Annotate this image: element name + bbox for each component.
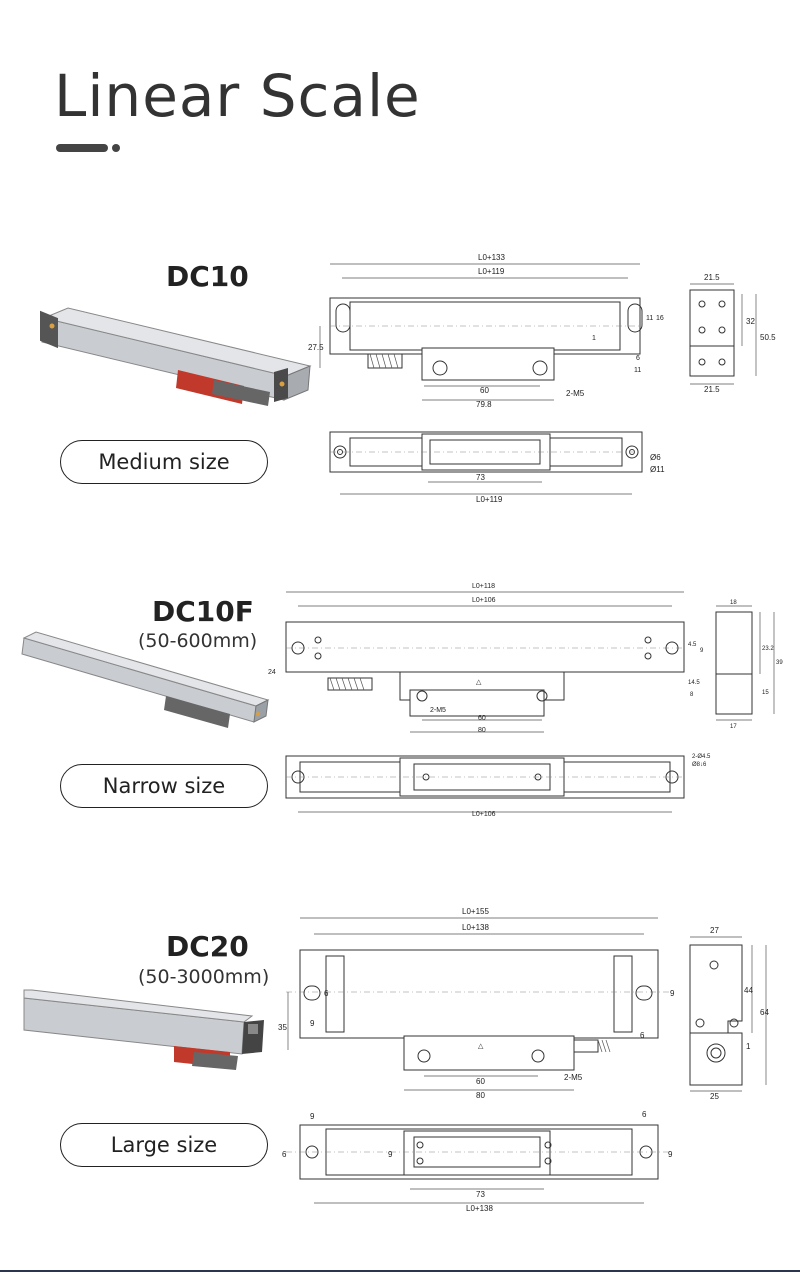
dim-2-d4-5: 2-Ø4.5: [692, 754, 711, 760]
model-name-dc10f: DC10F: [152, 595, 254, 628]
dim-17: 17: [730, 724, 737, 730]
dim-11-b: 11: [634, 367, 641, 374]
dim-27-5: 27.5: [308, 343, 324, 352]
dim-l0-155: L0+155: [462, 907, 489, 916]
dim-d11: Ø11: [650, 465, 665, 474]
dim-23-2: 23.2: [762, 646, 774, 652]
dim-9: 9: [700, 648, 704, 654]
dim-21-5-b: 21.5: [704, 385, 720, 394]
dim-l0-119: L0+119: [478, 267, 505, 276]
title-underline-dot: [112, 144, 120, 152]
size-label-dc20: Large size: [60, 1123, 268, 1167]
dim-73: 73: [476, 473, 485, 482]
dim-21-5: 21.5: [704, 273, 720, 282]
dim-6-top-right: 6: [642, 1110, 647, 1119]
drawing-front-dc20: L0+155 L0+138 △ 6 9 35 9 6 60 80 2-M5: [278, 907, 675, 1100]
drawing-top-dc10: 73 L0+119 Ø6 Ø11: [329, 431, 665, 504]
model-name-dc20: DC20: [166, 930, 249, 963]
drawing-side-dc20: 27 44 64 1 25: [689, 926, 769, 1101]
dim-6: 6: [636, 355, 640, 362]
dim-60: 60: [478, 715, 486, 722]
dim-15: 15: [762, 690, 769, 696]
dim-80: 80: [476, 1091, 485, 1100]
dim-1: 1: [592, 335, 596, 342]
dim-9-top-mid: 9: [388, 1150, 393, 1159]
size-label-dc10f: Narrow size: [60, 764, 268, 808]
dim-9-right: 9: [670, 989, 675, 998]
dim-39: 39: [776, 660, 783, 666]
dim-80: 80: [478, 727, 486, 734]
dim-l0-118: L0+118: [472, 583, 495, 590]
drawing-top-dc10f: L0+106 2-Ø4.5 Ø8↓6: [285, 754, 711, 818]
dim-9-top-left: 9: [310, 1112, 315, 1121]
dim-32: 32: [746, 317, 755, 326]
product-photo-dc10f: [21, 631, 270, 728]
dim-2-m5: 2-M5: [430, 707, 446, 714]
dim-6-top-left: 6: [282, 1150, 287, 1159]
dim-4-5: 4.5: [688, 642, 697, 648]
dim-64: 64: [760, 1008, 769, 1017]
title-underline: [56, 144, 108, 152]
dim-60: 60: [476, 1077, 485, 1086]
dim-50-5: 50.5: [760, 333, 776, 342]
dim-14-5: 14.5: [688, 680, 700, 686]
drawing-side-dc10f: 18 23.2 39 15 17: [715, 600, 783, 730]
dim-44: 44: [744, 986, 753, 995]
footer-divider: [0, 1270, 800, 1281]
range-dc20: (50-3000mm): [138, 966, 270, 988]
dim-d8-6: Ø8↓6: [692, 762, 707, 768]
product-photo-dc20: [23, 989, 264, 1070]
svg-text:△: △: [476, 679, 482, 686]
drawing-front-dc10f: L0+118 L0+106 △ 24 2-M5 60 80 4.5 9 14.5…: [268, 583, 704, 734]
dim-l0-138: L0+138: [462, 923, 489, 932]
svg-text:△: △: [478, 1043, 484, 1050]
dim-11: 11: [646, 315, 653, 322]
dim-35: 35: [278, 1023, 287, 1032]
dim-16: 16: [656, 315, 664, 322]
drawing-front-dc10: L0+133 L0+119 27.5 60 79.8 2-M5 11 16 6 …: [308, 253, 664, 409]
dim-1-side: 1: [746, 1042, 751, 1051]
dim-l0-106-top: L0+106: [472, 811, 496, 818]
dim-60: 60: [480, 386, 489, 395]
size-label-dc10: Medium size: [60, 440, 268, 484]
dim-18: 18: [730, 600, 737, 606]
dim-25: 25: [710, 1092, 719, 1101]
dim-2-m5: 2-M5: [564, 1073, 583, 1082]
dim-9-left: 9: [310, 1019, 315, 1028]
drawing-top-dc20: 9 6 6 9 9 73 L0+138: [282, 1110, 673, 1213]
dim-l0-138-top: L0+138: [466, 1204, 493, 1213]
drawing-side-dc10: 21.5 32 50.5 21.5: [689, 273, 776, 394]
page-title: Linear Scale: [54, 62, 421, 130]
dim-9-top-right: 9: [668, 1150, 673, 1159]
dim-6-left: 6: [324, 989, 329, 998]
dim-6-right: 6: [640, 1031, 645, 1040]
dim-24: 24: [268, 669, 276, 676]
dim-d6: Ø6: [650, 453, 661, 462]
model-name-dc10: DC10: [166, 260, 249, 293]
dim-2-m5: 2-M5: [566, 389, 585, 398]
dim-8: 8: [690, 692, 694, 698]
product-photo-dc10: [40, 307, 312, 406]
range-dc10f: (50-600mm): [138, 630, 258, 652]
dim-79-8: 79.8: [476, 400, 492, 409]
dim-l0-119-top: L0+119: [476, 495, 503, 504]
dim-l0-106: L0+106: [472, 597, 496, 604]
dim-27: 27: [710, 926, 719, 935]
dim-73: 73: [476, 1190, 485, 1199]
dim-l0-133: L0+133: [478, 253, 505, 262]
